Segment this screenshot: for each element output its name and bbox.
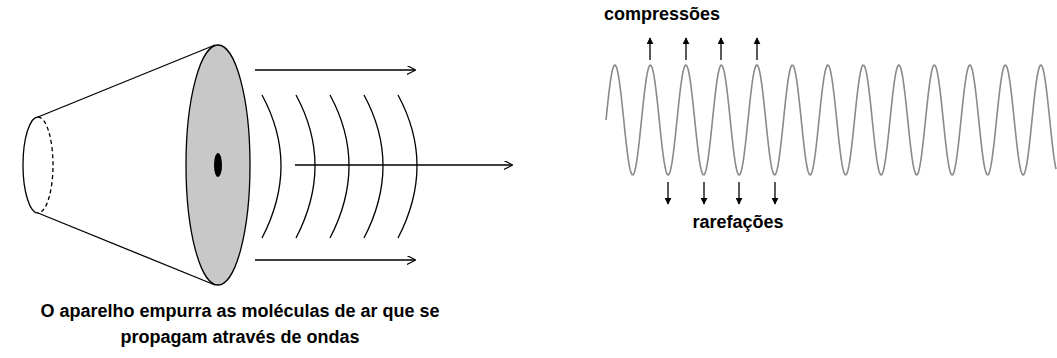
compression-arrows [650, 38, 757, 60]
rarefaction-label: rarefações [692, 212, 783, 233]
propagation-arrows [255, 70, 512, 260]
compression-label: compressões [604, 4, 720, 25]
speaker-cone [23, 45, 250, 285]
figure-caption: O aparelho empurra as moléculas de ar qu… [10, 298, 470, 350]
sound-wave [606, 65, 1056, 175]
rarefaction-arrows [668, 182, 775, 204]
wave-fronts [262, 95, 417, 238]
